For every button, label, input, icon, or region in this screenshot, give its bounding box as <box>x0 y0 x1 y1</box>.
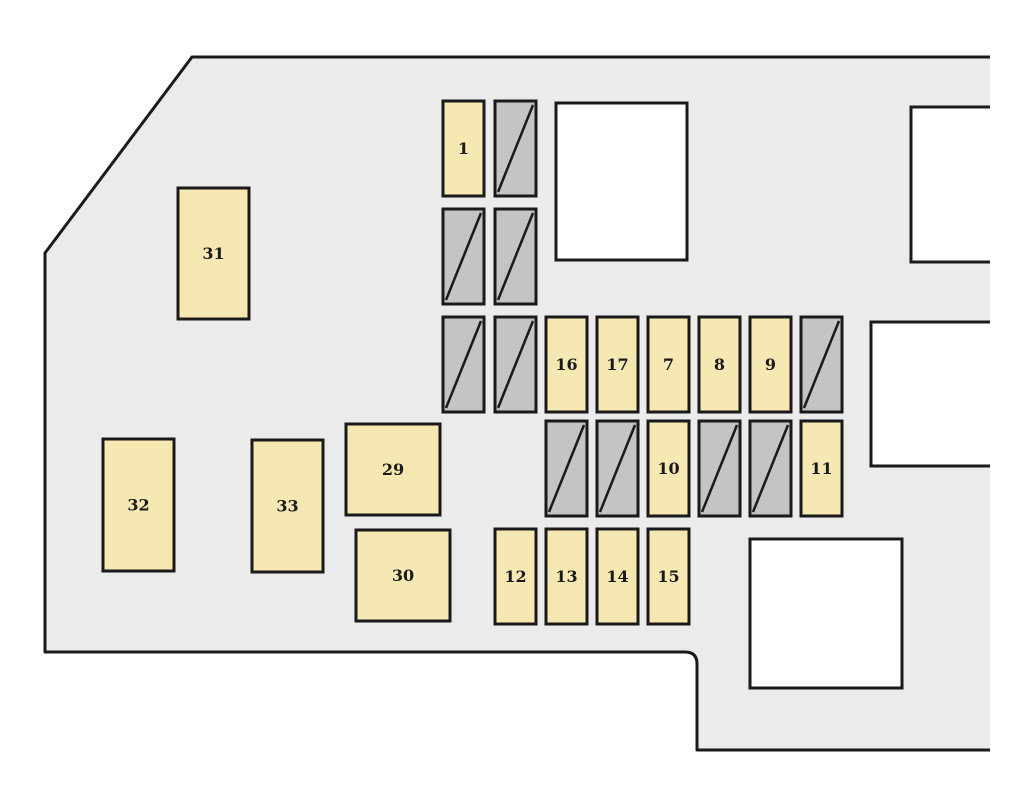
fuse-label: 31 <box>202 244 224 263</box>
fuse-12: 12 <box>493 527 538 626</box>
fuse-10: 10 <box>646 419 691 518</box>
fuse-7: 7 <box>646 315 691 414</box>
empty-fuse-slot <box>748 419 793 518</box>
relay-cutout-bottom-right <box>748 537 904 690</box>
fuse-31: 31 <box>176 186 251 321</box>
empty-fuse-slot <box>493 207 538 306</box>
fuse-label: 33 <box>276 497 298 516</box>
fuse-8: 8 <box>697 315 742 414</box>
empty-fuse-slot <box>493 99 538 198</box>
empty-slot-slash <box>751 424 790 513</box>
fuse-label: 8 <box>714 355 725 374</box>
fuse-body <box>646 315 691 414</box>
relay-cutout-middle-right <box>871 322 990 466</box>
fuse-label: 11 <box>810 459 832 478</box>
empty-fuse-slot <box>697 419 742 518</box>
fuse-14: 14 <box>595 527 640 626</box>
empty-fuse-slot <box>595 419 640 518</box>
fuse-body <box>646 419 691 518</box>
fuse-body <box>697 315 742 414</box>
fuse-label: 13 <box>555 567 577 586</box>
fuse-body <box>646 527 691 626</box>
fuse-label: 9 <box>765 355 776 374</box>
fuse-slots: 1 16 17 7 8 9 10 11 12 13 14 15 29 30 31 32 33 <box>101 99 844 626</box>
fuse-body <box>595 315 640 414</box>
fuse-label: 30 <box>392 566 414 585</box>
fuse-body <box>354 528 452 623</box>
fuse-label: 17 <box>606 355 628 374</box>
empty-slot-slash <box>802 320 841 409</box>
fuse-17: 17 <box>595 315 640 414</box>
fuse-11: 11 <box>799 419 844 518</box>
empty-slot-slash <box>444 320 483 409</box>
relay-cutout-middle-right-edge <box>869 320 990 468</box>
empty-slot-slash <box>444 212 483 301</box>
fuse-29: 29 <box>344 422 442 517</box>
fuse-label: 7 <box>663 355 674 374</box>
relay-cutout-top-right-edge <box>909 105 990 264</box>
fuse-15: 15 <box>646 527 691 626</box>
fuse-13: 13 <box>544 527 589 626</box>
empty-slot-slash <box>496 104 535 193</box>
empty-slot-slash <box>496 212 535 301</box>
empty-slot-slash <box>547 424 586 513</box>
fuse-label: 14 <box>606 567 628 586</box>
relay-cutouts <box>554 101 990 690</box>
fuse-body <box>344 422 442 517</box>
fuse-label: 1 <box>458 139 469 158</box>
fuse-16: 16 <box>544 315 589 414</box>
empty-fuse-slot <box>799 315 844 414</box>
fuse-body <box>544 527 589 626</box>
empty-slot-slash <box>700 424 739 513</box>
fuse-label: 10 <box>657 459 679 478</box>
empty-fuse-slot <box>544 419 589 518</box>
fuse-body <box>748 315 793 414</box>
fuse-body <box>799 419 844 518</box>
empty-fuse-slot <box>441 315 486 414</box>
fuse-label: 12 <box>504 567 526 586</box>
fuse-label: 32 <box>127 496 149 515</box>
fuse-body <box>250 438 325 574</box>
fuse-body <box>441 99 486 198</box>
empty-fuse-slot <box>493 315 538 414</box>
fuse-30: 30 <box>354 528 452 623</box>
fuse-1: 1 <box>441 99 486 198</box>
empty-slot-slash <box>496 320 535 409</box>
fuse-32: 32 <box>101 437 176 573</box>
fuse-label: 16 <box>555 355 577 374</box>
fuse-body <box>493 527 538 626</box>
fuse-9: 9 <box>748 315 793 414</box>
empty-slot-slash <box>598 424 637 513</box>
fuse-body <box>544 315 589 414</box>
fuse-body <box>101 437 176 573</box>
relay-cutout-top <box>554 101 689 262</box>
empty-fuse-slot <box>441 207 486 306</box>
fuse-label: 29 <box>382 460 404 479</box>
fuse-label: 15 <box>657 567 679 586</box>
fuse-body <box>595 527 640 626</box>
fuse-body <box>176 186 251 321</box>
relay-cutout-top-right <box>911 107 990 262</box>
fuse-33: 33 <box>250 438 325 574</box>
